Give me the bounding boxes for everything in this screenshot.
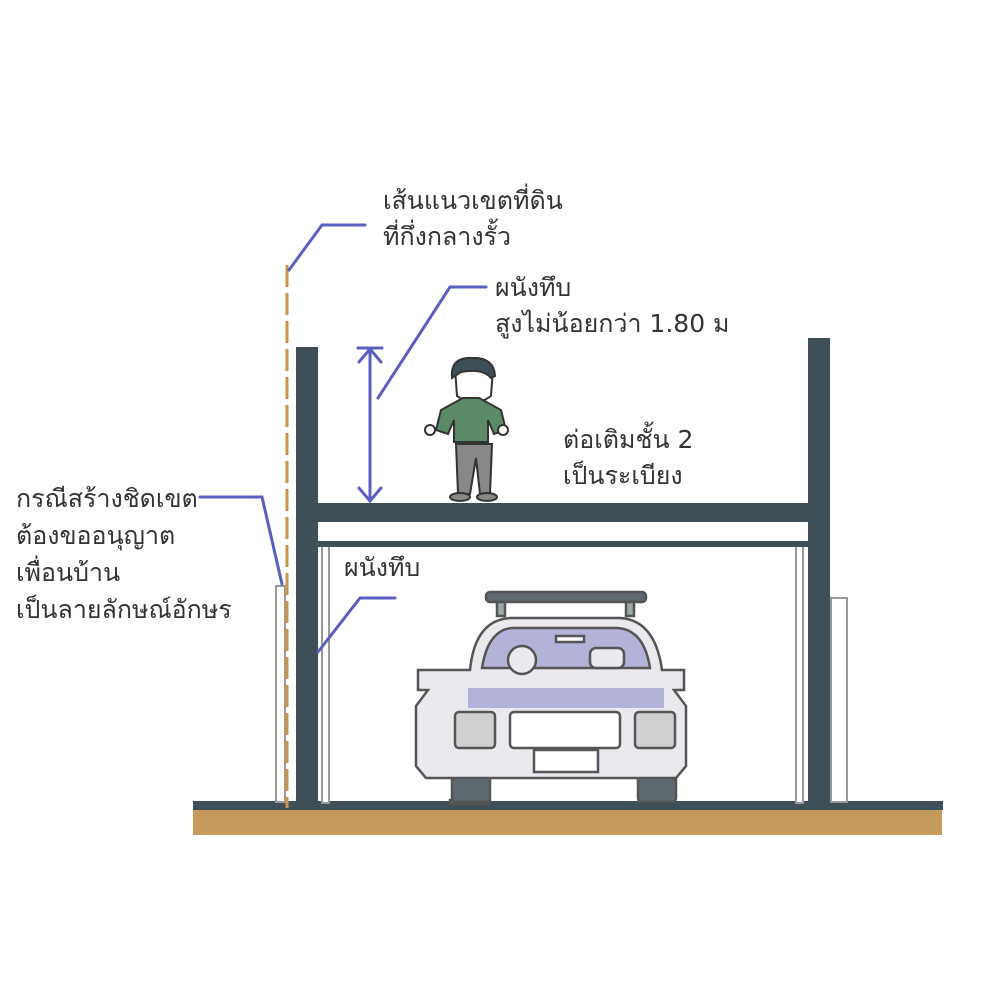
label-boundary-line: เส้นแนวเขตที่ดิน ที่กึ่งกลางรั้ว <box>383 183 563 255</box>
wall-right <box>808 338 830 805</box>
label-solid-wall-lower: ผนังทึบ <box>344 550 420 586</box>
neighbor-fence-left <box>275 585 286 803</box>
label-line: เพื่อนบ้าน <box>16 558 121 587</box>
label-line: เส้นแนวเขตที่ดิน <box>383 186 563 215</box>
label-line: เป็นลายลักษณ์อักษร <box>16 595 232 624</box>
person-figure <box>424 356 509 502</box>
leader-near-boundary <box>198 495 284 586</box>
second-floor-slab <box>296 503 830 522</box>
label-line: เป็นระเบียง <box>563 461 683 490</box>
beam-line <box>318 541 808 547</box>
label-line: ผนังทึบ <box>344 553 421 582</box>
label-line: ต่อเติมชั้น 2 <box>563 425 694 454</box>
ground-soil <box>193 809 942 835</box>
label-line: ผนังทึบ <box>495 273 572 302</box>
label-second-floor: ต่อเติมชั้น 2 เป็นระเบียง <box>563 422 693 494</box>
neighbor-fence-right <box>830 597 848 803</box>
leader-lines <box>198 223 488 654</box>
label-line: กรณีสร้างชิดเขต <box>16 484 198 513</box>
inner-column-right <box>795 544 804 804</box>
leader-wall-upper <box>376 285 488 400</box>
arrow-head-bottom <box>357 486 383 504</box>
label-line: ต้องขออนุญาต <box>16 521 176 550</box>
wall-left <box>296 347 318 805</box>
inner-column-left <box>321 544 330 804</box>
label-solid-wall-upper: ผนังทึบ สูงไม่น้อยกว่า 1.80 ม <box>495 270 730 342</box>
car <box>414 590 688 806</box>
label-build-near-boundary: กรณีสร้างชิดเขต ต้องขออนุญาต เพื่อนบ้าน … <box>16 480 232 628</box>
leader-boundary <box>287 223 367 272</box>
label-line: ที่กึ่งกลางรั้ว <box>383 222 511 251</box>
leader-wall-lower <box>316 596 397 654</box>
ground-line <box>193 801 943 810</box>
label-line: สูงไม่น้อยกว่า 1.80 ม <box>495 309 730 338</box>
